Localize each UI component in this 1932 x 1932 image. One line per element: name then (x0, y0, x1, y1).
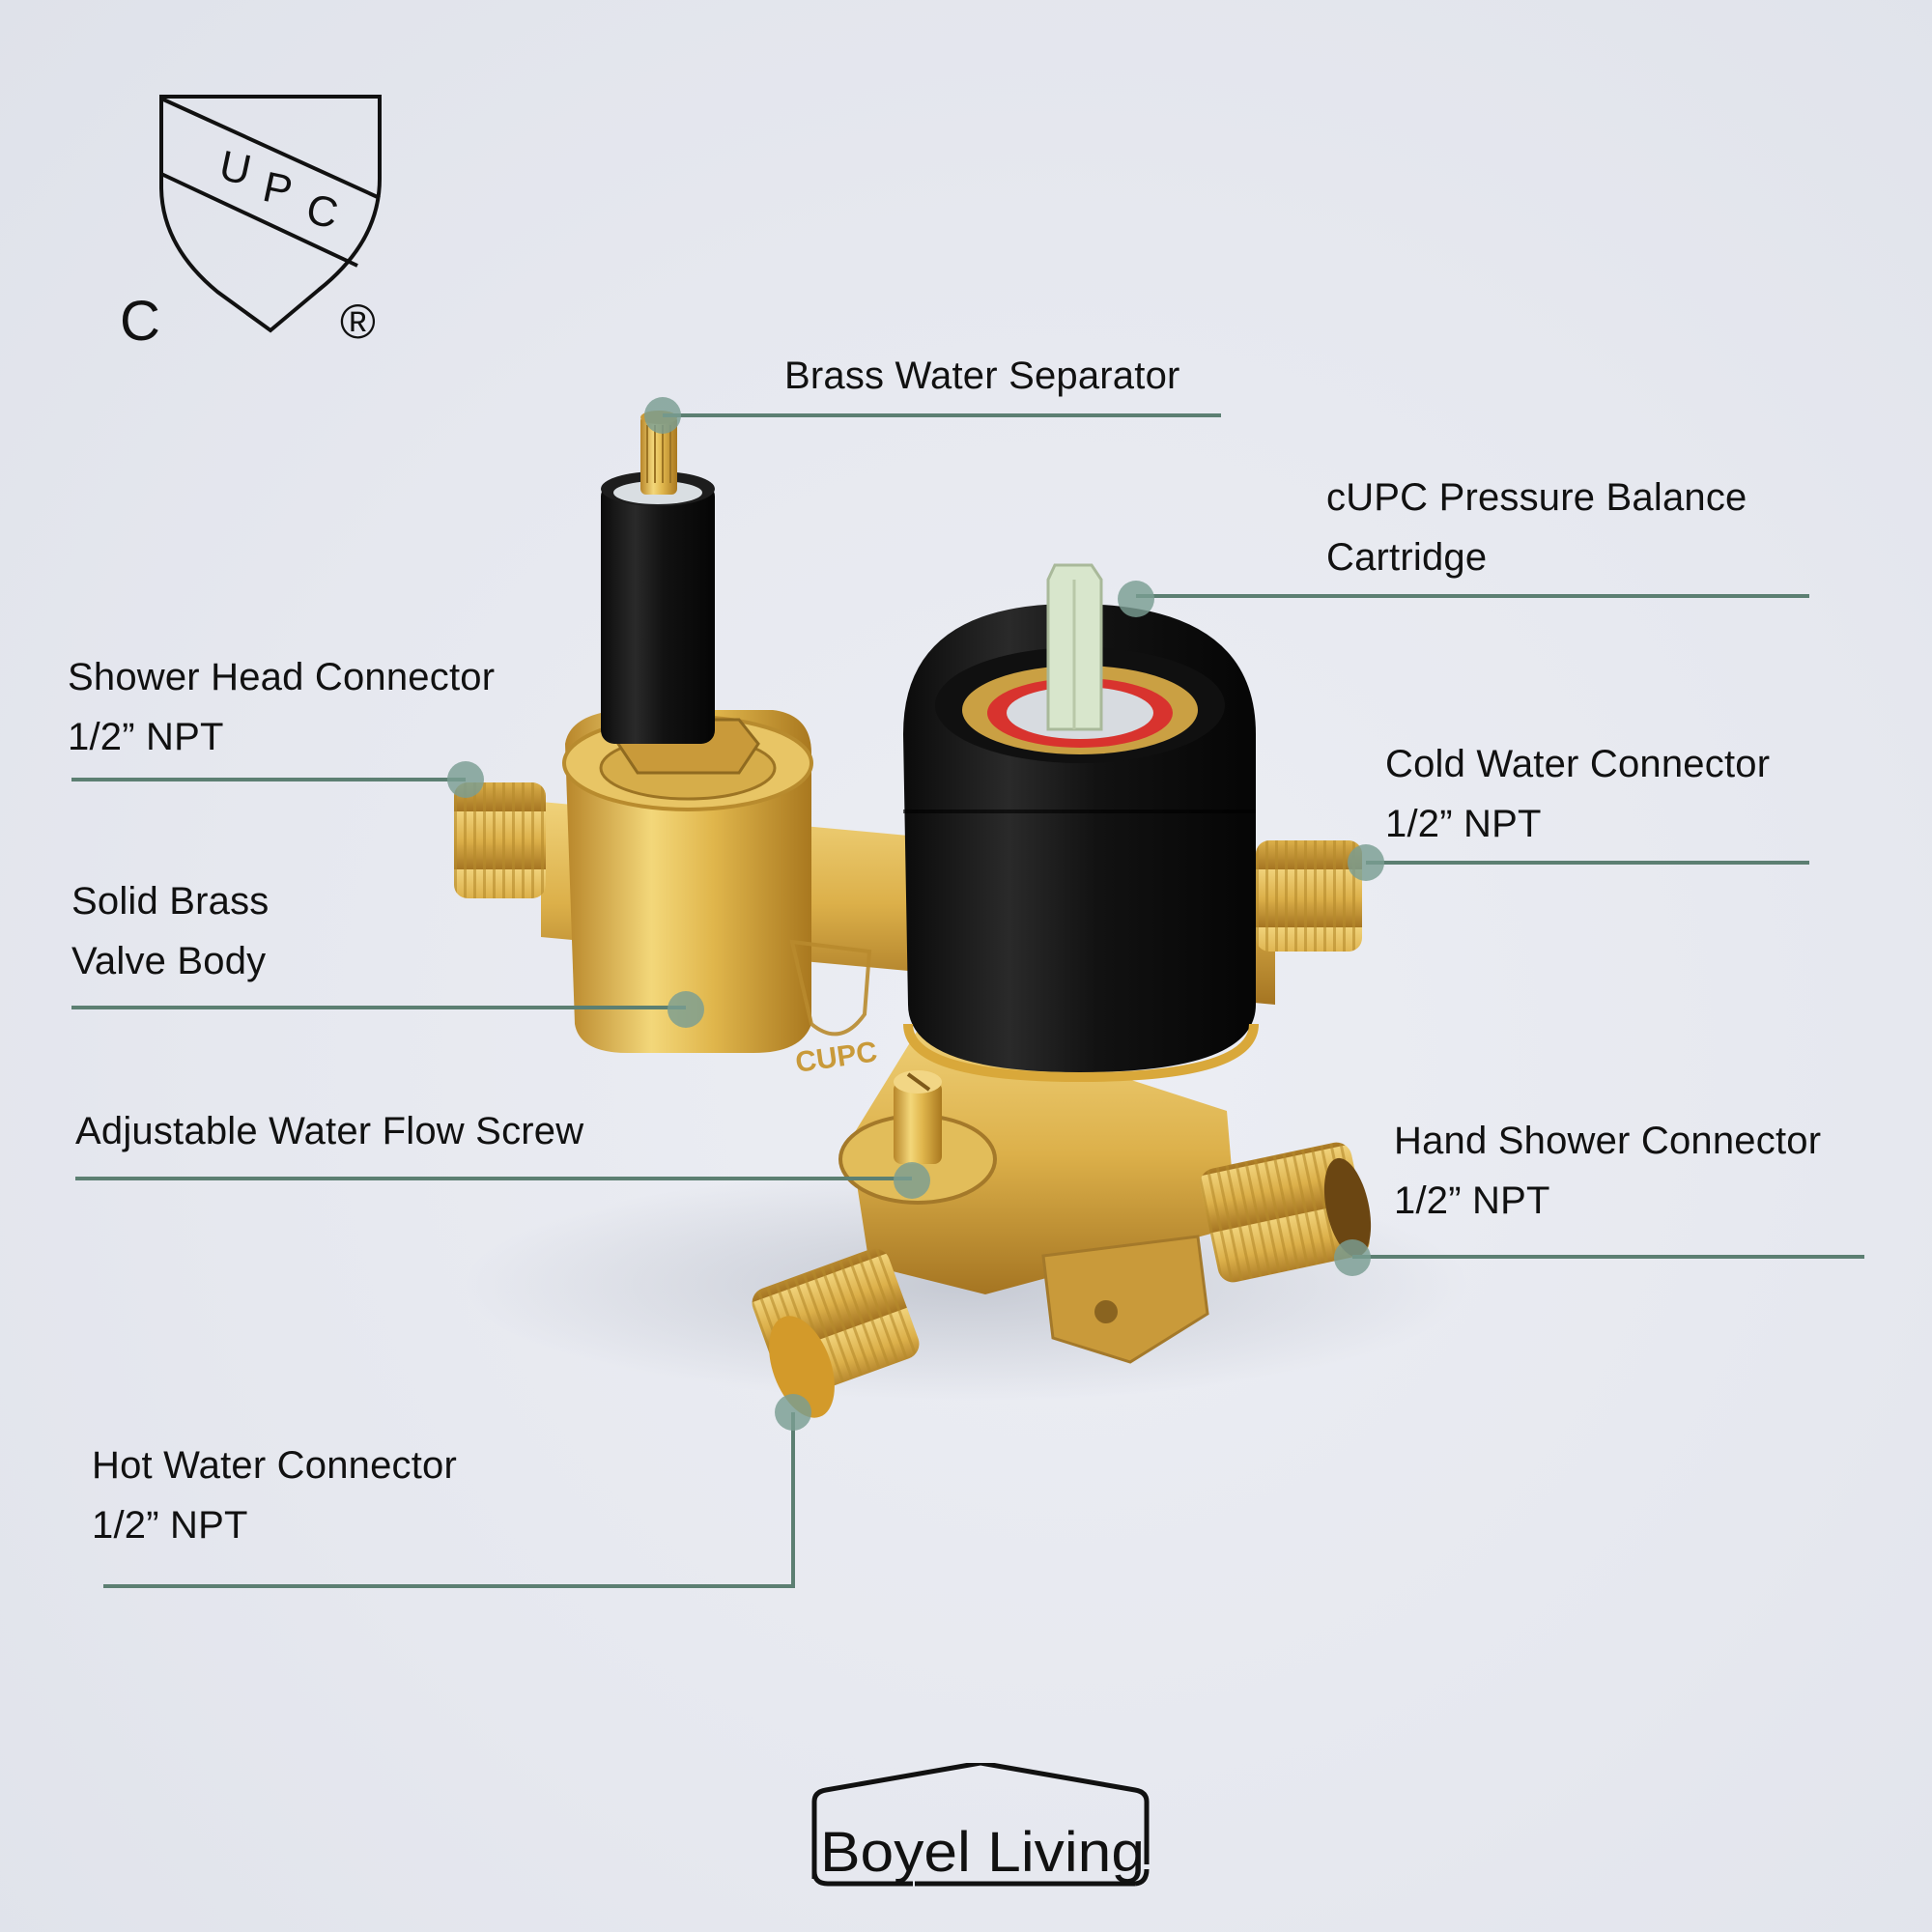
boyel-living-logo: Boyel Living (811, 1763, 1150, 1887)
leader-line (75, 1177, 912, 1180)
callout-cold-water-line2: 1/2” NPT (1385, 803, 1542, 845)
callout-hand-shower-line1: Hand Shower Connector (1394, 1120, 1822, 1162)
callout-hand-shower-line2: 1/2” NPT (1394, 1179, 1550, 1222)
callout-shower-head-line1: Shower Head Connector (68, 656, 496, 698)
callout-shower-head-line2: 1/2” NPT (68, 716, 224, 758)
leader-line (71, 778, 466, 781)
cupc-certification-mark: U P C C ® (120, 95, 382, 348)
callout-brass-water-separator: Brass Water Separator (784, 355, 1180, 397)
registered-mark: ® (340, 295, 376, 348)
callout-marker-dot (775, 1394, 811, 1431)
leader-line (103, 1584, 795, 1588)
leader-line (1352, 1255, 1864, 1259)
leader-line (663, 413, 1221, 417)
brand-name: Boyel Living (820, 1821, 1145, 1884)
callout-valve-body-line2: Valve Body (71, 940, 267, 982)
callout-cold-water-line1: Cold Water Connector (1385, 743, 1771, 785)
callout-flow-screw: Adjustable Water Flow Screw (75, 1110, 584, 1152)
callout-cartridge-line1: cUPC Pressure Balance (1326, 476, 1747, 519)
callout-marker-dot (1118, 581, 1154, 617)
leader-line (1136, 594, 1809, 598)
callout-marker-dot (894, 1162, 930, 1199)
shield-letter-c: C (302, 185, 342, 239)
canada-mark: C (120, 290, 160, 348)
svg-text:CUPC: CUPC (793, 1036, 879, 1079)
callout-valve-body-line1: Solid Brass (71, 880, 270, 923)
callout-marker-dot (1348, 844, 1384, 881)
callout-cartridge-line2: Cartridge (1326, 536, 1488, 579)
callout-marker-dot (447, 761, 484, 798)
callout-hot-water-line1: Hot Water Connector (92, 1444, 458, 1487)
callout-hot-water-line2: 1/2” NPT (92, 1504, 248, 1547)
callout-marker-dot (668, 991, 704, 1028)
callout-marker-dot (644, 397, 681, 434)
shield-letter-p: P (259, 163, 297, 215)
shield-letter-u: U (215, 142, 255, 195)
leader-line (71, 1006, 686, 1009)
leader-line (1366, 861, 1809, 865)
leader-line-vertical (791, 1412, 795, 1588)
callout-marker-dot (1334, 1239, 1371, 1276)
